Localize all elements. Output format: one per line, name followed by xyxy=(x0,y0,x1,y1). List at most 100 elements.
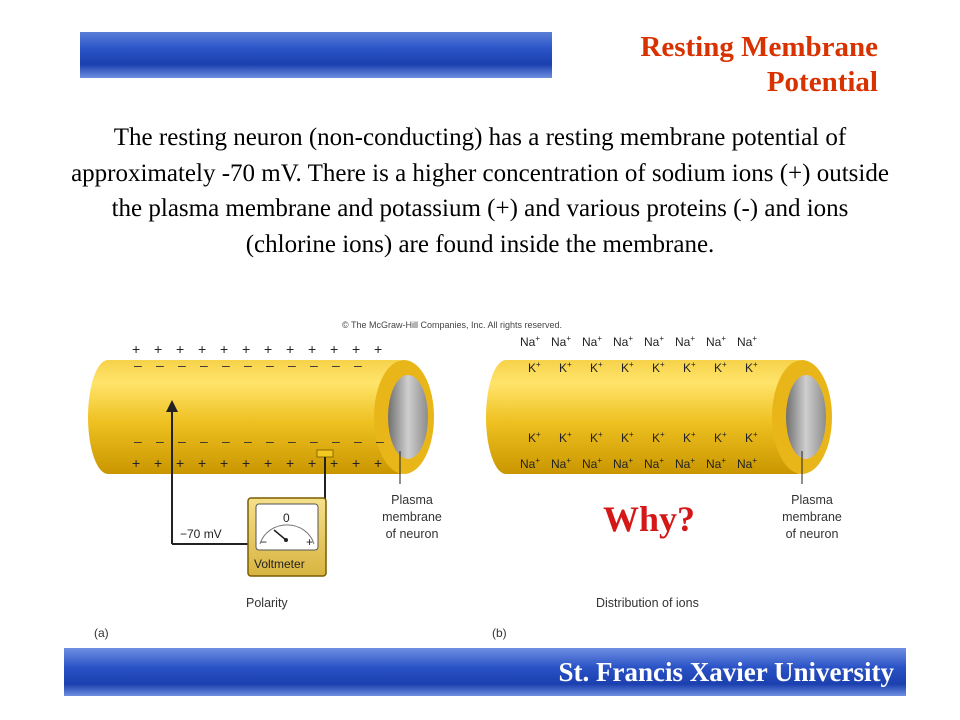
svg-text:–: – xyxy=(354,433,362,449)
dial-minus-label: − xyxy=(260,535,267,549)
svg-text:+: + xyxy=(286,341,294,357)
k-ion: K+ xyxy=(559,430,572,445)
panel-a-plasma-line-1: Plasma xyxy=(391,493,433,507)
k-ions-top: K+K+K+K+K+K+K+K+ xyxy=(528,360,758,375)
neuron-figure: © The McGraw-Hill Companies, Inc. All ri… xyxy=(88,316,864,646)
na-ion: Na+ xyxy=(551,456,571,471)
svg-text:+: + xyxy=(176,455,184,471)
k-ion: K+ xyxy=(621,430,634,445)
footer-bar xyxy=(64,648,906,696)
na-ion: Na+ xyxy=(644,456,664,471)
k-ion: K+ xyxy=(559,360,572,375)
svg-text:–: – xyxy=(222,357,230,373)
na-ion: Na+ xyxy=(613,334,633,349)
inside-electrode xyxy=(166,400,250,545)
svg-text:+: + xyxy=(308,341,316,357)
svg-text:+: + xyxy=(264,455,272,471)
na-ion: Na+ xyxy=(644,334,664,349)
svg-text:–: – xyxy=(222,433,230,449)
why-label: Why? xyxy=(603,499,696,539)
na-ion: Na+ xyxy=(675,334,695,349)
figure-svg: © The McGraw-Hill Companies, Inc. All ri… xyxy=(88,320,842,640)
svg-text:+: + xyxy=(374,455,382,471)
panel-b-plasma-line-2: membrane xyxy=(782,510,842,524)
panel-b: Na+ Na+ Na+ Na+ Na+ Na+ Na+ Na+ K+ K+ K+ K+ K+ K+ K+ K… xyxy=(486,334,842,640)
svg-text:+: + xyxy=(242,455,250,471)
panel-a-plasma-label: Plasma membrane of neuron xyxy=(382,493,442,541)
svg-text:–: – xyxy=(244,433,252,449)
panel-a-plasma-line-2: membrane xyxy=(382,510,442,524)
na-ion: Na+ xyxy=(551,334,571,349)
svg-text:–: – xyxy=(178,357,186,373)
header-bar xyxy=(80,32,552,78)
svg-text:+: + xyxy=(132,341,140,357)
voltmeter-label: Voltmeter xyxy=(254,557,305,571)
svg-text:–: – xyxy=(134,433,142,449)
dial-plus-label: + xyxy=(306,535,313,549)
k-ion: K+ xyxy=(652,430,665,445)
k-ion: K+ xyxy=(621,360,634,375)
k-ion: K+ xyxy=(745,360,758,375)
svg-text:+: + xyxy=(176,341,184,357)
panel-a-inner-bottom-charges: –––– –––– –––– xyxy=(134,433,384,449)
axon-a-body xyxy=(88,360,428,474)
title-line-2: Potential xyxy=(766,66,878,98)
svg-text:–: – xyxy=(310,433,318,449)
panel-a-letter: (a) xyxy=(94,626,109,640)
svg-text:+: + xyxy=(264,341,272,357)
na-ion: Na+ xyxy=(582,334,602,349)
svg-text:–: – xyxy=(266,357,274,373)
panel-a: ++++ ++++ ++++ –––– –––– ––– –––– –––– –… xyxy=(88,341,442,640)
k-ion: K+ xyxy=(714,430,727,445)
na-ions-top: Na+Na+Na+Na+Na+Na+Na+Na+ xyxy=(520,334,757,349)
svg-text:+: + xyxy=(220,341,228,357)
k-ion: K+ xyxy=(652,360,665,375)
svg-text:–: – xyxy=(288,357,296,373)
panel-a-top-charges: ++++ ++++ ++++ xyxy=(132,341,382,357)
svg-text:–: – xyxy=(310,357,318,373)
svg-text:–: – xyxy=(156,433,164,449)
voltmeter: 0 − + Voltmeter xyxy=(247,497,327,577)
svg-text:–: – xyxy=(244,357,252,373)
svg-text:+: + xyxy=(352,455,360,471)
voltage-label: −70 mV xyxy=(180,527,222,541)
axon-b-hole xyxy=(786,375,826,459)
panel-b-letter: (b) xyxy=(492,626,507,640)
svg-text:+: + xyxy=(330,341,338,357)
axon-a-hole xyxy=(388,375,428,459)
svg-text:–: – xyxy=(156,357,164,373)
svg-text:–: – xyxy=(134,357,142,373)
svg-text:+: + xyxy=(352,341,360,357)
na-ion: Na+ xyxy=(520,334,540,349)
na-ion: Na+ xyxy=(613,456,633,471)
svg-text:+: + xyxy=(154,341,162,357)
panel-b-plasma-line-1: Plasma xyxy=(791,493,833,507)
copyright-text: © The McGraw-Hill Companies, Inc. All ri… xyxy=(342,320,562,330)
slide-title: Resting Membrane Potential xyxy=(548,30,878,100)
na-ion: Na+ xyxy=(675,456,695,471)
svg-text:+: + xyxy=(220,455,228,471)
svg-text:–: – xyxy=(200,357,208,373)
svg-text:–: – xyxy=(376,433,384,449)
footer-university: St. Francis Xavier University xyxy=(558,657,894,687)
svg-text:–: – xyxy=(288,433,296,449)
k-ion: K+ xyxy=(745,430,758,445)
panel-a-bottom-charges: ++++ ++++ ++++ xyxy=(132,455,382,471)
k-ions-bottom: K+K+K+K+K+K+K+K+ xyxy=(528,430,758,445)
svg-text:+: + xyxy=(330,455,338,471)
svg-text:–: – xyxy=(332,357,340,373)
na-ion: Na+ xyxy=(582,456,602,471)
k-ion: K+ xyxy=(683,360,696,375)
svg-text:–: – xyxy=(332,433,340,449)
voltmeter-needle xyxy=(273,529,287,541)
svg-text:–: – xyxy=(266,433,274,449)
svg-text:+: + xyxy=(308,455,316,471)
panel-b-plasma-label: Plasma membrane of neuron xyxy=(782,493,842,541)
k-ion: K+ xyxy=(590,430,603,445)
panel-b-plasma-line-3: of neuron xyxy=(786,527,839,541)
title-line-1: Resting Membrane xyxy=(640,31,878,63)
na-ions-bottom: Na+Na+Na+Na+Na+Na+Na+Na+ xyxy=(520,456,757,471)
panel-a-plasma-line-3: of neuron xyxy=(386,527,439,541)
k-ion: K+ xyxy=(683,430,696,445)
na-ion: Na+ xyxy=(706,456,726,471)
